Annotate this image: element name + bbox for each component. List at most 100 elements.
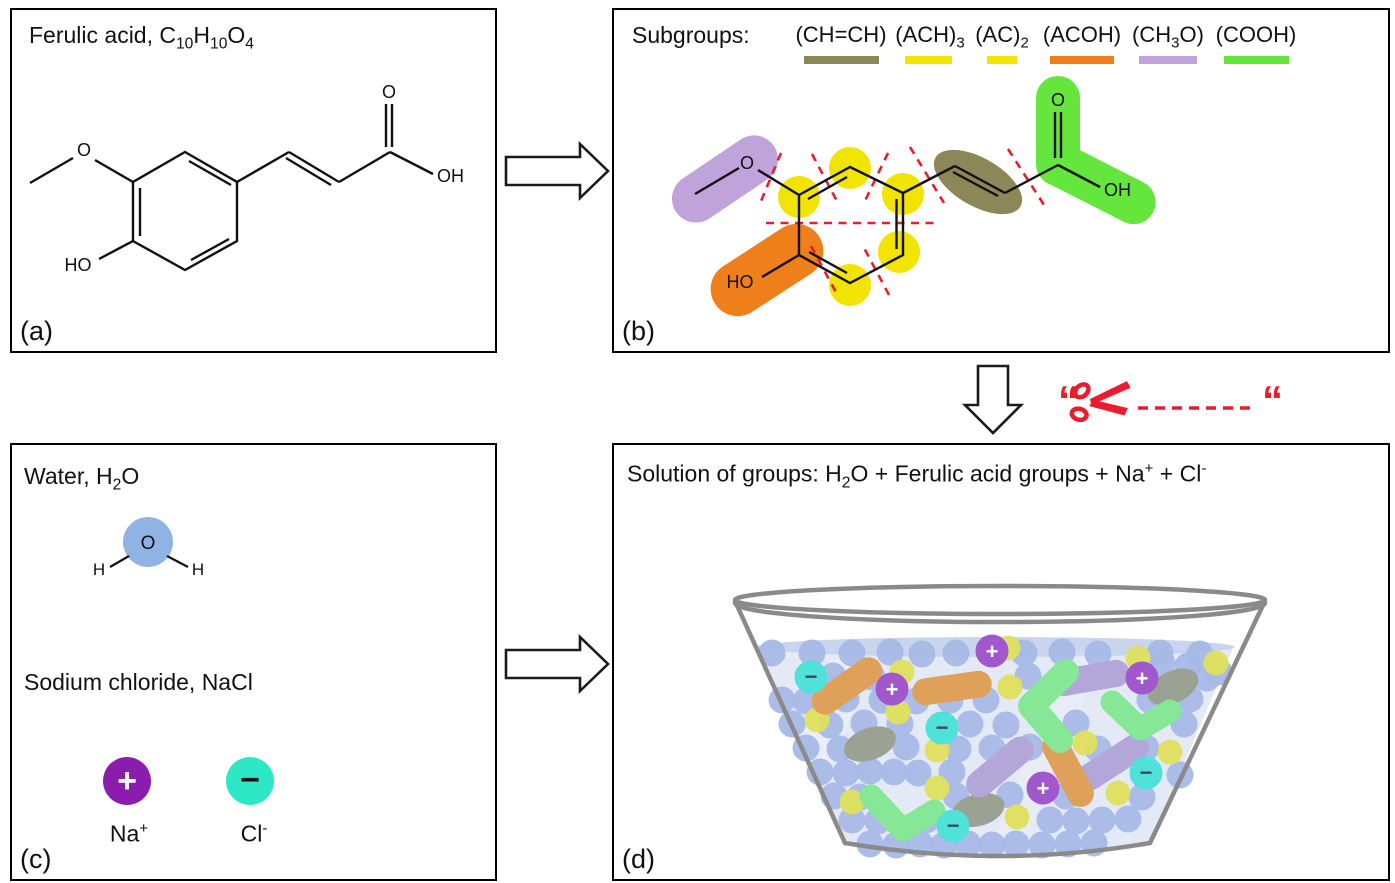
legend-prefix: Subgroups: xyxy=(632,22,750,48)
water-particle xyxy=(838,639,866,667)
atom-labels: O HO O OH xyxy=(65,82,465,275)
ch3o-particle xyxy=(1077,734,1149,790)
panel-a-title: Ferulic acid, C10H10O4 xyxy=(29,22,254,53)
scissors-pivot xyxy=(1090,398,1096,404)
water-particle xyxy=(838,806,866,834)
cl-ion-particle xyxy=(925,711,959,745)
cooh-particle xyxy=(859,784,946,842)
methoxy-o-label: O xyxy=(77,140,91,160)
double-bond xyxy=(188,159,232,187)
arrow-c-to-d-icon xyxy=(504,633,610,695)
cl-ion-particle xyxy=(1129,756,1163,790)
water-particle xyxy=(1084,640,1112,668)
atom-labels: O HO O OH xyxy=(727,90,1132,292)
scissors-handle xyxy=(1072,382,1091,400)
beaker-rim-front xyxy=(732,600,1268,625)
ach-particle xyxy=(1105,780,1131,806)
vinyl-double-bond xyxy=(285,156,332,187)
water-particle xyxy=(798,639,826,667)
chch-particle xyxy=(844,726,896,762)
legend-group-label: (ACOH) xyxy=(1042,22,1122,47)
methoxy-o-label: O xyxy=(740,153,754,173)
bond-chain xyxy=(902,164,956,195)
water-particle xyxy=(944,735,972,763)
water-oxygen-circle xyxy=(123,517,173,567)
bond-o-ch3 xyxy=(29,156,74,185)
water-bonds xyxy=(109,555,189,568)
bond-chain xyxy=(338,150,391,184)
ach-highlight xyxy=(878,231,920,273)
water-title: Water, H2O xyxy=(24,463,140,494)
legend-color-bar xyxy=(1139,56,1197,64)
ach-particle xyxy=(839,789,865,815)
ferulic-acid-structure: O HO O OH xyxy=(29,82,465,275)
water-particle xyxy=(908,640,936,668)
water-particle xyxy=(942,639,970,667)
acoh-particle xyxy=(811,657,883,715)
beaker-wall-right xyxy=(1147,598,1268,846)
na-ion-circle xyxy=(103,757,151,805)
plus-icon: + xyxy=(117,762,137,800)
vinyl-bond xyxy=(288,150,340,184)
water-particle xyxy=(792,687,820,715)
plus-icon: + xyxy=(886,677,899,702)
cl-ion-circle xyxy=(226,757,274,805)
cooh-highlight-diagonal xyxy=(1040,143,1156,225)
bond-lines xyxy=(694,112,1101,285)
beaker-bottom xyxy=(842,840,1153,859)
minus-icon: − xyxy=(936,715,949,740)
minus-icon: − xyxy=(947,813,960,838)
water-particle xyxy=(856,830,884,858)
ach-particle xyxy=(997,674,1023,700)
ach-particle xyxy=(1157,739,1183,765)
bond-o-ch3 xyxy=(694,166,740,196)
panel-c: Water, H2O Sodium chloride, NaCl O H H +… xyxy=(10,443,497,881)
water-particle xyxy=(1062,807,1090,835)
legend-color-bar xyxy=(1224,56,1289,64)
hydroxyl-ho-label: HO xyxy=(65,255,92,275)
beaker-graphic: ++++−−−− xyxy=(732,583,1268,859)
legend-group-label: (COOH) xyxy=(1215,22,1297,47)
water-particle xyxy=(892,733,920,761)
bond-c-oh xyxy=(1057,163,1101,189)
legend-color-bar xyxy=(804,56,879,64)
ach-particle xyxy=(1203,650,1229,676)
bond-c-oh xyxy=(389,150,434,176)
water-particle xyxy=(856,757,884,785)
group-highlights xyxy=(671,76,1156,317)
vinyl-bond xyxy=(954,164,1006,195)
bond-chain xyxy=(1004,163,1059,195)
cut-line xyxy=(809,245,840,297)
water-particle xyxy=(806,758,834,786)
cut-line xyxy=(1006,148,1048,209)
water-particle xyxy=(1028,831,1056,859)
highlighted-structure: O HO O OH xyxy=(671,76,1156,317)
o-h-bond xyxy=(166,555,189,568)
water-particle xyxy=(1048,638,1076,666)
arrow-a-to-b-icon xyxy=(504,140,610,202)
ach-particle xyxy=(924,775,950,801)
legend-color-bar xyxy=(905,56,952,64)
water-particle xyxy=(758,639,786,667)
panel-d-label: (d) xyxy=(622,844,655,874)
double-bond xyxy=(808,250,848,275)
acid-oh-label: OH xyxy=(1104,180,1131,200)
panel-c-label: (c) xyxy=(20,844,52,874)
water-particle xyxy=(1036,806,1064,834)
water-particle xyxy=(1088,806,1116,834)
cut-line xyxy=(908,146,946,204)
water-particle xyxy=(876,638,904,666)
water-particle xyxy=(880,758,908,786)
chch-highlight xyxy=(933,149,1023,215)
na-ion-particle xyxy=(1026,771,1060,805)
cut-line xyxy=(861,245,891,296)
o-h-bond xyxy=(109,555,130,568)
water-atom-labels: O H H xyxy=(93,533,204,579)
minus-icon: − xyxy=(240,761,260,799)
ach-particle xyxy=(885,699,911,725)
open-quote: “ xyxy=(1058,377,1079,424)
water-particle xyxy=(992,711,1020,739)
water-particle xyxy=(956,710,984,738)
cut-line xyxy=(757,152,783,207)
